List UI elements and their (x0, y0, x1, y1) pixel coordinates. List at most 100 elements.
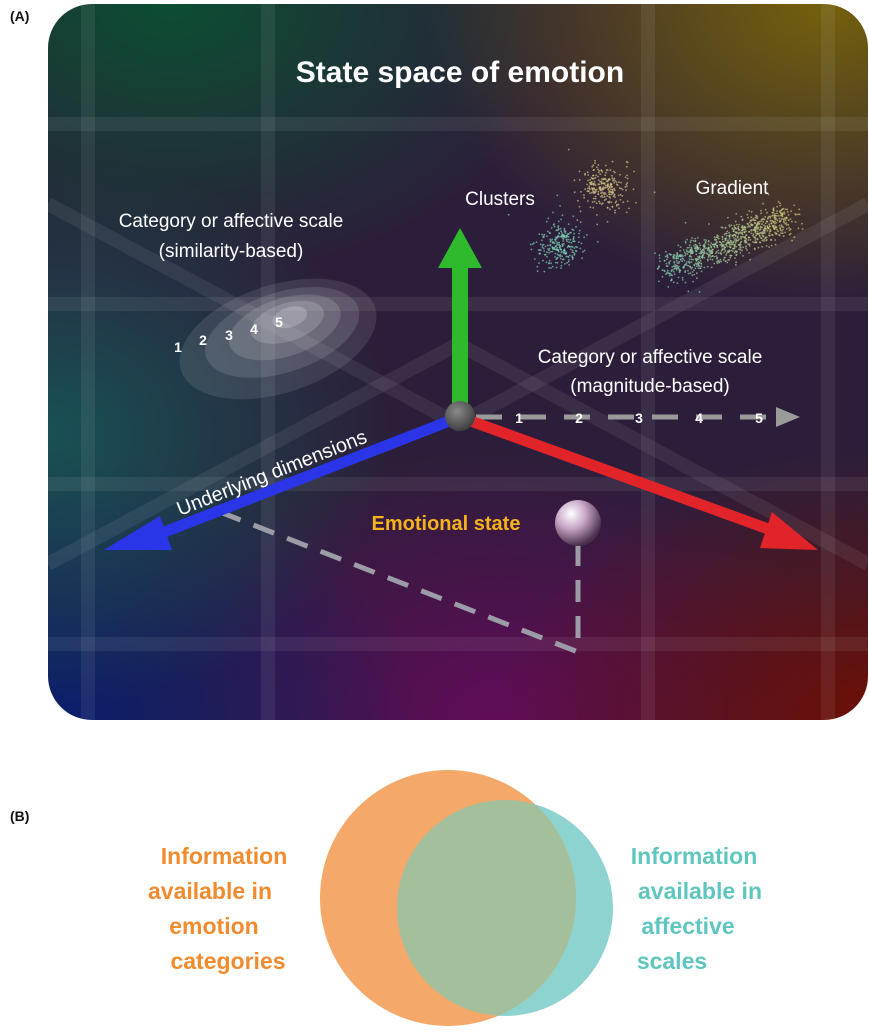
scatter-dot (588, 185, 591, 188)
scatter-dot (728, 237, 731, 240)
scatter-dot (686, 261, 688, 263)
scatter-dot (598, 169, 600, 172)
scatter-dot (787, 224, 790, 226)
scatter-dot (678, 271, 681, 274)
scatter-dot (730, 240, 733, 242)
scatter-dot (611, 160, 614, 163)
scatter-dot (595, 174, 597, 177)
scatter-dot (759, 220, 761, 223)
scatter-dot (794, 213, 797, 215)
scatter-dot (625, 165, 628, 168)
scatter-dot (716, 246, 719, 249)
scatter-dot (545, 220, 548, 223)
scatter-dot (695, 260, 698, 262)
scatter-dot (724, 239, 727, 242)
scatter-dot (635, 201, 637, 204)
scatter-dot (716, 234, 719, 237)
scatter-dot (747, 223, 750, 226)
scatter-dot (612, 178, 615, 181)
scatter-dot (698, 256, 700, 259)
scatter-dot (571, 246, 574, 248)
scatter-dot (608, 200, 611, 203)
scatter-dot (754, 248, 756, 251)
scatter-dot (697, 236, 699, 239)
scatter-dot (724, 260, 727, 263)
scatter-dot (598, 187, 600, 190)
scatter-dot (597, 179, 600, 182)
scatter-dot (560, 267, 562, 269)
scatter-dot (542, 243, 545, 246)
scatter-dot (600, 203, 603, 206)
z-axis-arrow (466, 414, 818, 550)
scatter-dot (606, 184, 609, 187)
scatter-dot (760, 209, 762, 212)
scatter-dot (695, 253, 698, 256)
right-text-line: Information (631, 843, 758, 869)
scatter-dot (543, 250, 546, 252)
scatter-dot (768, 232, 771, 235)
scatter-dot (547, 248, 549, 250)
scatter-dot (584, 173, 586, 176)
x-axis-arrow (104, 414, 454, 550)
scatter-dot (604, 178, 607, 181)
scatter-dot (592, 174, 594, 177)
scatter-dot (589, 183, 592, 186)
scatter-dot (697, 267, 700, 270)
scatter-dot (735, 213, 738, 215)
scatter-dot (593, 177, 595, 180)
left-text-line: Information (161, 843, 288, 869)
scatter-dot (602, 186, 605, 189)
scatter-dot (738, 248, 740, 251)
scatter-dot (602, 178, 605, 181)
scatter-dot (777, 214, 780, 217)
scatter-dot (690, 239, 692, 242)
scatter-dot (607, 178, 610, 181)
scatter-dot (568, 241, 571, 244)
scatter-dot (563, 248, 566, 251)
scatter-dot (733, 239, 736, 242)
scatter-dot (663, 259, 666, 262)
scatter-dot (603, 199, 606, 202)
scatter-dot (728, 259, 731, 261)
scatter-dot (749, 238, 752, 241)
scatter-dot (683, 259, 686, 262)
scatter-dot (672, 270, 675, 273)
scatter-dot (781, 212, 784, 215)
scatter-dot (740, 236, 743, 239)
scatter-dot (666, 271, 669, 273)
scatter-dot (724, 256, 726, 259)
scatter-dot (728, 225, 731, 228)
scatter-dot (611, 206, 614, 208)
scatter-dot (785, 217, 788, 220)
scatter-dot (783, 218, 785, 221)
scatter-dot (691, 271, 694, 273)
scatter-dot (766, 220, 769, 223)
scatter-dot (679, 249, 682, 252)
scatter-dot (777, 230, 779, 233)
scatter-dot (694, 240, 696, 243)
scatter-dot (569, 246, 571, 248)
scatter-dot (674, 264, 676, 266)
scatter-dot (597, 190, 600, 193)
scatter-dot (729, 254, 731, 257)
scatter-dot (621, 188, 624, 191)
scatter-dot (670, 278, 673, 281)
scatter-dot (774, 225, 777, 228)
scatter-dot (577, 236, 580, 239)
scatter-dot (734, 257, 736, 259)
scatter-dot (759, 228, 762, 231)
scatter-dot (596, 214, 598, 216)
scatter-dot (774, 216, 776, 219)
scatter-dot (709, 258, 712, 261)
scatter-dot (787, 219, 790, 222)
scatter-dot (610, 186, 613, 189)
scatter-dot (762, 221, 764, 223)
scatter-dot (713, 236, 716, 239)
scatter-dot (707, 247, 710, 250)
scatter-dot (759, 235, 761, 238)
scatter-dot (597, 183, 600, 186)
scatter-dot (554, 248, 556, 251)
scatter-dot (571, 258, 574, 260)
scatter-dot (775, 233, 778, 235)
scatter-dot (613, 177, 616, 180)
